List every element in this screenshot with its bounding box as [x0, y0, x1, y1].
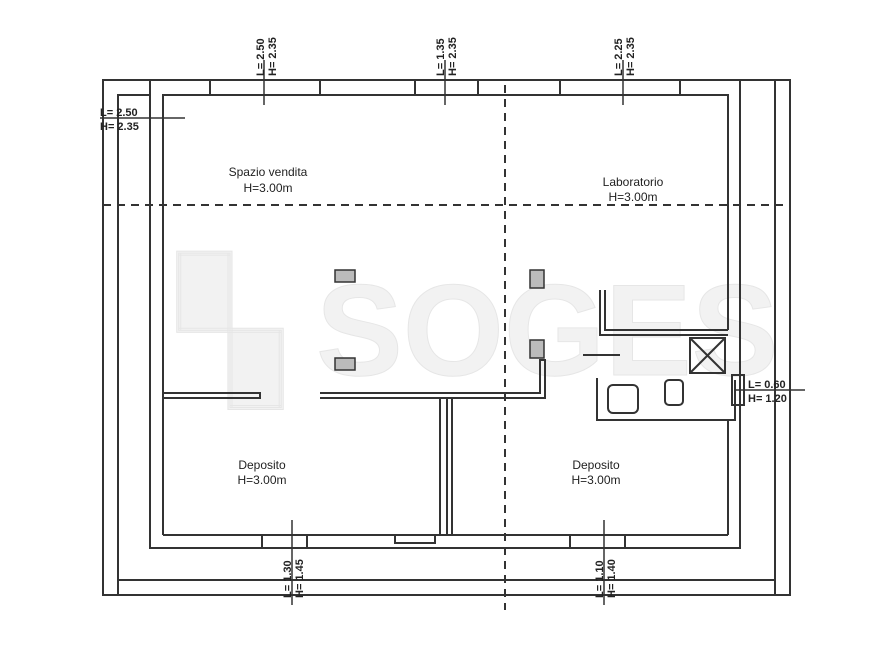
room-height: H=3.00m: [237, 473, 286, 487]
room-height: H=3.00m: [243, 181, 292, 195]
dim-h: H= 2.35: [267, 37, 279, 76]
dim-h: H= 1.20: [748, 393, 787, 405]
dim-l: L= 2.25: [613, 38, 625, 76]
pillars: [334, 269, 545, 371]
dimension-lines: [100, 60, 805, 605]
room-height: H=3.00m: [571, 473, 620, 487]
dim-l: L= 0.60: [748, 379, 786, 391]
dim-h: H= 2.35: [625, 37, 637, 76]
dim-l: L= 2.50: [255, 38, 267, 76]
room-name: Deposito: [572, 458, 620, 472]
dim-h: H= 1.45: [294, 559, 306, 598]
dim-h: H= 2.35: [100, 121, 139, 133]
room-name: Spazio vendita: [229, 165, 308, 179]
section-lines: [103, 85, 790, 610]
dim-l: L= 1.35: [435, 38, 447, 76]
room-name: Deposito: [238, 458, 286, 472]
room-labels: Spazio vendita H=3.00m Laboratorio H=3.0…: [229, 165, 664, 487]
dim-l: L= 1.30: [282, 560, 294, 598]
dim-l: L= 1.10: [594, 560, 606, 598]
room-name: Laboratorio: [603, 175, 664, 189]
dim-h: H= 1.40: [606, 559, 618, 598]
room-height: H=3.00m: [608, 190, 657, 204]
boundary-line: [117, 94, 150, 595]
window-dimensions: L= 2.50 H= 2.35 L= 1.35 H= 2.35 L= 2.25 …: [100, 37, 787, 598]
dim-l: L= 2.50: [100, 107, 138, 119]
dim-h: H= 2.35: [447, 37, 459, 76]
